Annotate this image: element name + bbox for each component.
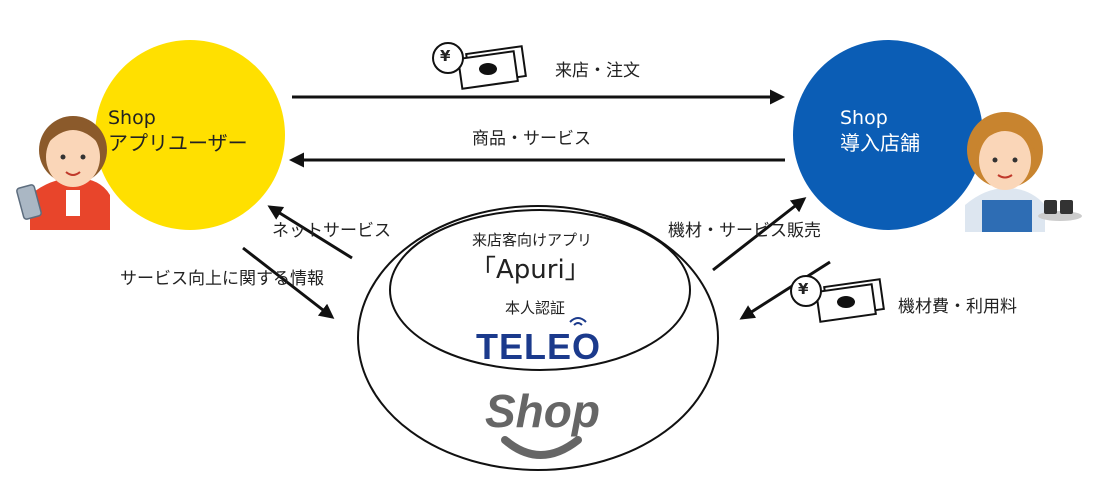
platform-outer-ellipse: [357, 205, 719, 471]
label-service-info: サービス向上に関する情報: [120, 269, 324, 289]
app-caption: 来店客向けアプリ: [472, 231, 593, 249]
money-yen-label: ¥: [440, 47, 451, 65]
arrow-service-info: [242, 246, 335, 319]
money-icon: [432, 42, 527, 90]
store-circle-label-line1: Shop: [840, 107, 888, 129]
arrow-equipment-sales: [712, 197, 807, 272]
label-equipment-sales: 機材・サービス販売: [668, 221, 821, 241]
teleo-logo: TELEO: [476, 326, 602, 367]
money-yen-label: ¥: [798, 280, 809, 298]
user-circle-label-line2: アプリユーザー: [108, 131, 248, 155]
label-equipment-fee: 機材費・利用料: [898, 297, 1017, 317]
shop-smile-icon: [501, 436, 582, 459]
app-name: 「Apuri」: [470, 255, 591, 285]
auth-caption: 本人認証: [505, 299, 566, 317]
label-goods-service: 商品・サービス: [472, 129, 591, 149]
arrow-equipment-fee: [739, 260, 831, 320]
arrow-net-service: [267, 205, 353, 260]
user-circle: [95, 40, 285, 230]
user-avatar-icon: [16, 116, 110, 230]
platform-inner-ellipse: [389, 209, 691, 371]
store-avatar-icon: [965, 112, 1082, 232]
user-circle-label-line1: Shop: [108, 107, 156, 129]
store-circle: [793, 40, 983, 230]
label-visit-order: 来店・注文: [555, 61, 640, 81]
label-net-service: ネットサービス: [272, 221, 391, 241]
money-icon: [790, 275, 885, 323]
shop-logo: Shop: [485, 385, 600, 437]
wifi-icon: [569, 317, 587, 326]
store-circle-label-line2: 導入店舗: [840, 131, 920, 155]
